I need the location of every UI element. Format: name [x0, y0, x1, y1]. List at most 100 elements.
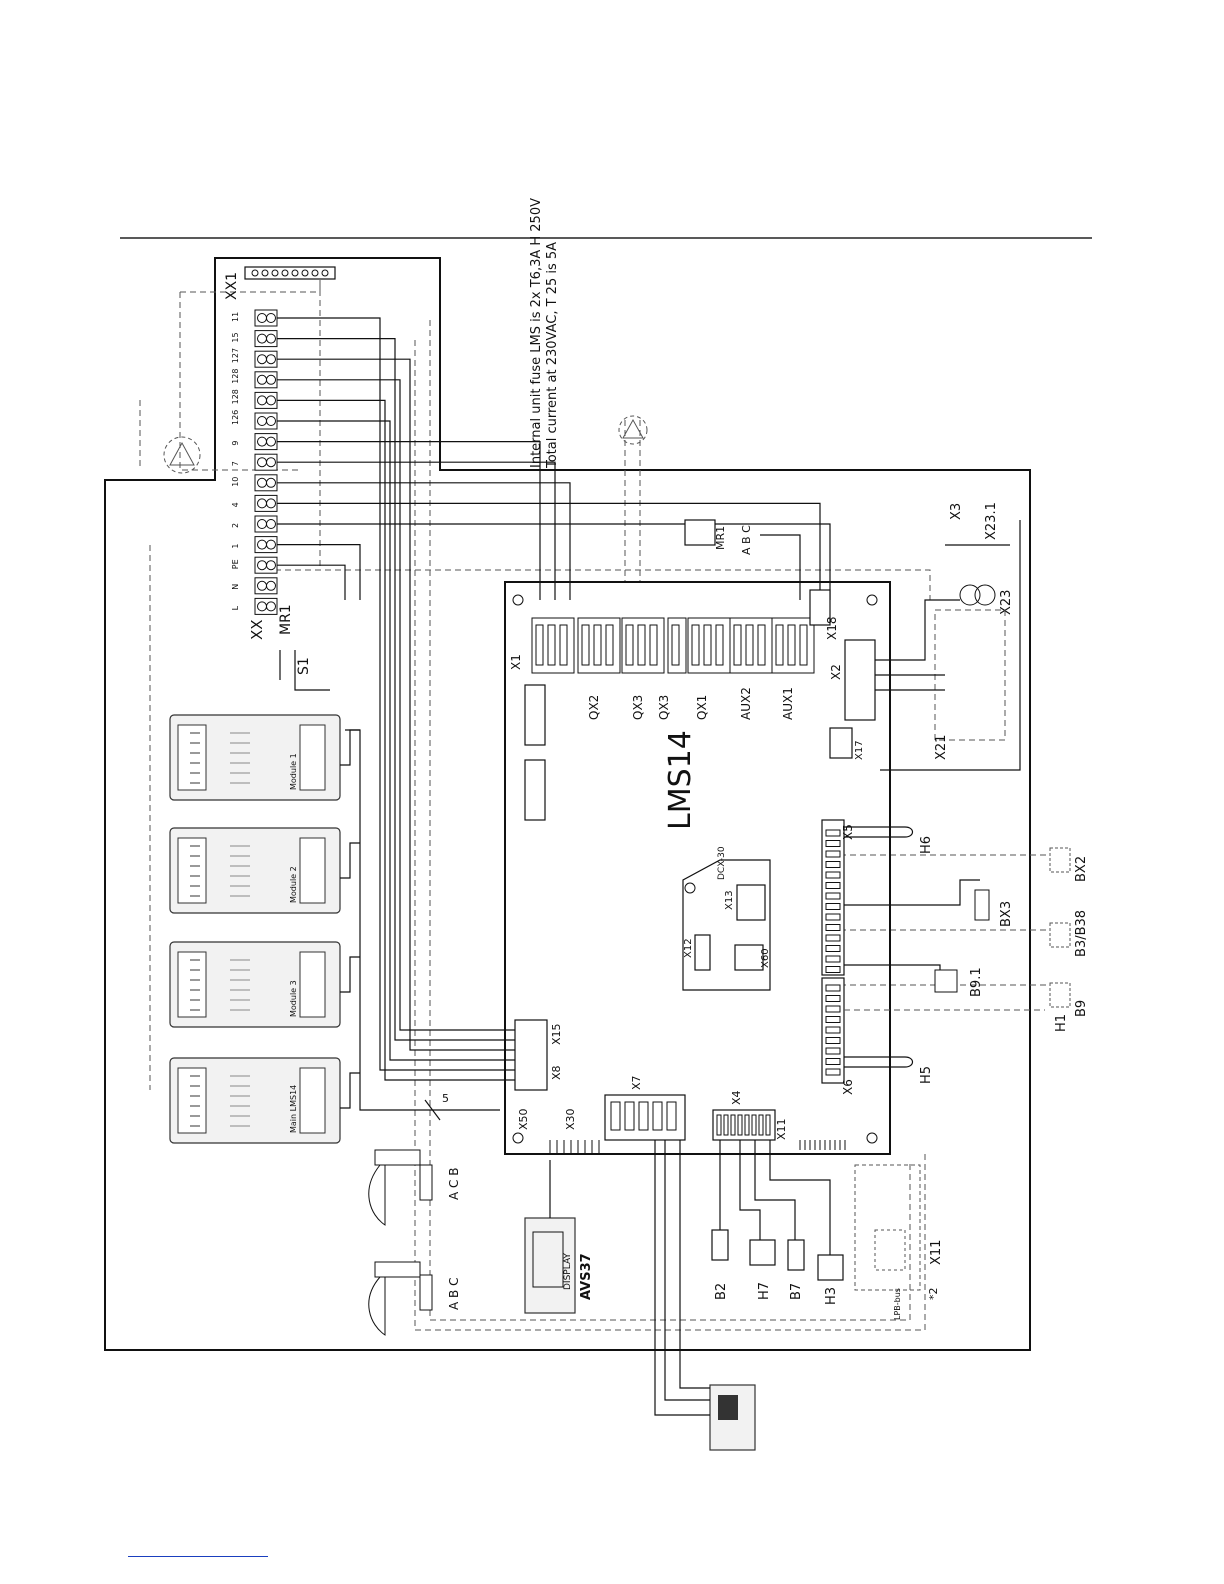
- terminal-6: 9: [231, 433, 278, 451]
- x4-pin: [758, 1114, 764, 1136]
- x15-label: X15: [550, 1023, 563, 1045]
- x7-pin: [624, 1101, 635, 1131]
- top-connector: [729, 617, 773, 674]
- terminal-label: N: [231, 584, 240, 590]
- x4-pin: [723, 1114, 729, 1136]
- cable-slash: [424, 1099, 441, 1121]
- x15-x8-connector: [514, 1019, 548, 1091]
- b91-label: B9.1: [969, 967, 984, 997]
- h1-sensor: H1: [844, 1009, 1069, 1032]
- terminal-10: 2: [231, 515, 278, 533]
- wire-4: [277, 399, 515, 1081]
- x11-ext-label: X11: [929, 1240, 944, 1265]
- h1-label: H1: [1054, 1014, 1069, 1032]
- lms14-title: LMS14: [663, 730, 698, 830]
- mount-hole: [866, 594, 878, 606]
- x5-label: X5: [841, 824, 855, 840]
- module-label: Module 2: [289, 866, 298, 903]
- x23-return: [880, 520, 1021, 771]
- x5-pin: [825, 955, 841, 963]
- x5-pin: [825, 924, 841, 931]
- x7-pin: [666, 1101, 677, 1131]
- b7-wire: [754, 1140, 796, 1240]
- ground-dash-b: [180, 280, 321, 293]
- x11-asterisk: *2: [927, 1288, 940, 1301]
- fuse-note-line1: Internal unit fuse LMS is 2x T6,3A H 250…: [529, 198, 544, 468]
- x5-pin: [825, 850, 841, 858]
- terminal-5: 126: [231, 410, 278, 430]
- b9-sensor: B9: [1049, 982, 1089, 1017]
- x4-connector: [712, 1109, 776, 1141]
- x6-pin: [825, 1058, 841, 1065]
- bx3-label: BX3: [999, 901, 1014, 927]
- terminal-0: 11: [231, 309, 278, 327]
- x4-pin: [744, 1114, 750, 1136]
- x5-pin: [825, 829, 841, 837]
- mount-hole: [512, 1132, 524, 1144]
- top-connector-label: QX1: [695, 695, 709, 720]
- terminal-7: 7: [231, 453, 278, 471]
- fuse-f2: [524, 759, 546, 821]
- ground-dash-a: [179, 292, 300, 471]
- b7-sensor: [787, 1239, 805, 1271]
- top-connector: [667, 617, 687, 674]
- x6-pin: [825, 1005, 841, 1013]
- x231-label: X23.1: [984, 502, 999, 540]
- h7-label: H7: [757, 1282, 772, 1300]
- x5-pin: [825, 892, 841, 900]
- wire-6: [277, 441, 541, 600]
- top-connector: [687, 617, 731, 674]
- bx2-sensor: BX2: [1049, 847, 1089, 882]
- h7-wire: [739, 1140, 761, 1240]
- terminal-label: 7: [231, 461, 240, 466]
- x6-bus: [821, 977, 845, 1084]
- terminal-3: 128: [231, 369, 278, 389]
- module-label: Module 3: [289, 980, 298, 1017]
- terminal-label: 128: [231, 389, 240, 404]
- b2-label: B2: [714, 1283, 729, 1300]
- terminal-label: 128: [231, 369, 240, 384]
- top-connector-label: AUX2: [739, 687, 753, 720]
- x17-label: X17: [854, 740, 865, 760]
- abc-right-label: A B C: [740, 525, 753, 555]
- x4-pin: [765, 1114, 771, 1136]
- terminal-label: 15: [231, 332, 240, 342]
- x5-pin: [825, 945, 841, 952]
- x60-socket: [734, 944, 764, 971]
- x11-module: [854, 1164, 921, 1291]
- lms14-board: [504, 581, 891, 1155]
- wire-7: [277, 461, 556, 600]
- footer-rule: [128, 1556, 268, 1557]
- x6-pin: [825, 1016, 841, 1023]
- x30-label: X30: [564, 1108, 577, 1130]
- x2-connector: [844, 639, 876, 721]
- b3b38-sensor: B3/B38: [1049, 910, 1089, 957]
- avs37-label: AVS37: [579, 1253, 594, 1300]
- xx1-label: XX1: [224, 272, 240, 300]
- terminal-12: PE: [231, 556, 278, 574]
- pump-symbol: [618, 415, 648, 445]
- x4-label: X4: [730, 1090, 743, 1105]
- terminal-11: 1: [231, 536, 278, 554]
- expansion-module: Module 3: [169, 941, 360, 1028]
- h5-sensor: H5: [844, 1056, 934, 1084]
- wire-5: [277, 420, 515, 1061]
- x5-pin: [825, 903, 841, 910]
- x5-bus: [821, 819, 845, 976]
- x11-inner: [874, 1229, 906, 1271]
- cable-count: 5: [442, 1092, 449, 1105]
- x12-socket: [694, 934, 711, 971]
- x12-label: X12: [683, 938, 694, 958]
- inner-hole: [684, 882, 696, 894]
- h3-wire: [769, 1140, 831, 1255]
- pwm-pump-symbol: [163, 436, 201, 474]
- x6-pin: [825, 1068, 841, 1076]
- x5-pin: [825, 913, 841, 921]
- bottom-comb: [549, 1101, 846, 1155]
- room-unit-wire-b: [664, 1140, 710, 1401]
- x7-pin: [610, 1101, 621, 1131]
- x5-pin: [825, 871, 841, 879]
- terminal-13: N: [231, 577, 278, 595]
